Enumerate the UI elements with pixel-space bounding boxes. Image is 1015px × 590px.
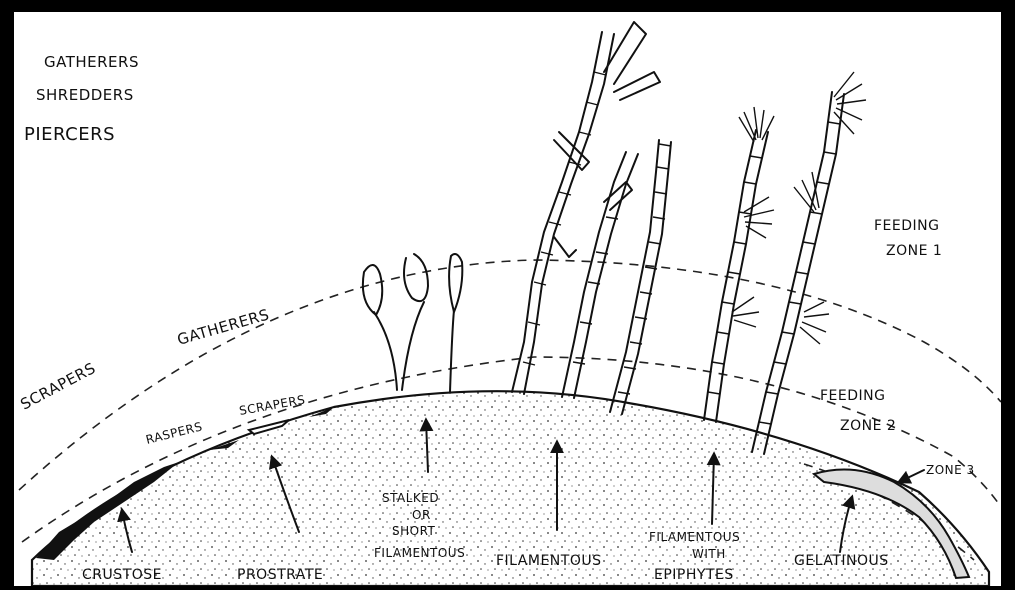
- label-zone1-line1: FEEDING: [874, 218, 939, 234]
- label-zone2-line2: ZONE 2: [840, 418, 896, 434]
- label-filamentous: FILAMENTOUS: [496, 553, 601, 569]
- label-stalked-line4: FILAMENTOUS: [374, 546, 465, 560]
- label-stalked-line2: OR: [412, 508, 431, 522]
- label-stalked-line3: SHORT: [392, 524, 436, 538]
- label-epiphytes-line1: FILAMENTOUS: [649, 530, 740, 544]
- label-shredders-top: SHREDDERS: [36, 86, 134, 104]
- label-gelatinous: GELATINOUS: [794, 553, 889, 569]
- label-epiphytes-line2: WITH: [692, 547, 726, 561]
- label-raspers: RASPERS: [144, 419, 204, 447]
- label-zone3: ZONE 3: [926, 463, 975, 477]
- label-gatherers-top: GATHERERS: [44, 53, 139, 71]
- label-scrapers-outer: SCRAPERS: [17, 359, 98, 414]
- label-piercers-top: PIERCERS: [24, 124, 115, 145]
- label-zone1-line2: ZONE 1: [886, 243, 942, 259]
- filament-with-epiphytes-1: [704, 107, 774, 422]
- label-prostrate: PROSTRATE: [237, 567, 323, 583]
- label-stalked-line1: STALKED: [382, 491, 439, 505]
- label-zone2-line1: FEEDING: [820, 388, 885, 404]
- label-epiphytes-line3: EPIPHYTES: [654, 567, 734, 583]
- diagram-frame: GATHERERS SHREDDERS PIERCERS FEEDING ZON…: [14, 12, 1001, 586]
- algae-feeding-zones-diagram: GATHERERS SHREDDERS PIERCERS FEEDING ZON…: [14, 12, 1001, 586]
- label-crustose: CRUSTOSE: [82, 567, 162, 583]
- label-scrapers-inner: SCRAPERS: [238, 393, 306, 418]
- filamentous-straight: [610, 140, 671, 414]
